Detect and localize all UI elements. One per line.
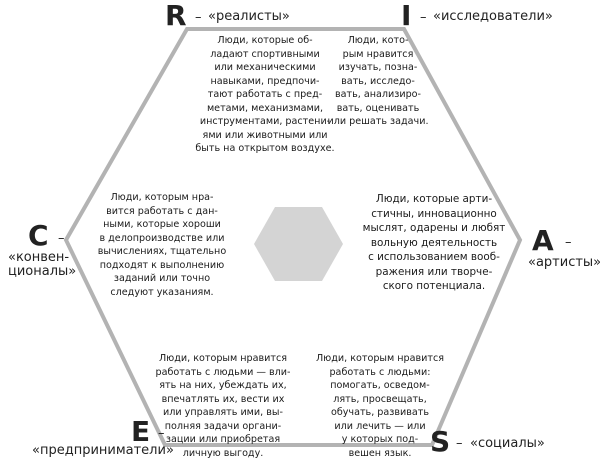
dash-e: – <box>158 426 165 441</box>
center-hexagon <box>254 207 343 281</box>
description-entrepreneurs: Люди, которым нравится работать с людьми… <box>155 353 291 459</box>
dash-i: – <box>420 10 427 25</box>
letter-r: R <box>165 0 187 32</box>
dash-r: – <box>195 10 202 25</box>
description-conventionals: Люди, которым нра- вится работать с дан-… <box>97 192 227 298</box>
letter-s: S <box>430 425 451 458</box>
tag-socials: «социалы» <box>470 436 545 451</box>
description-researchers: Люди, кото- рым нравится изучать, позна-… <box>327 35 429 127</box>
tag-realists: «реалисты» <box>208 9 290 24</box>
letter-a: A <box>532 224 554 257</box>
dash-s: – <box>456 436 463 451</box>
tag-researchers: «исследователи» <box>433 9 553 24</box>
dash-c: – <box>58 231 65 246</box>
description-realists: Люди, которые об- ладают спортивными или… <box>195 35 335 154</box>
letter-e: E <box>131 415 151 448</box>
letter-c: C <box>28 219 49 252</box>
outer-hexagon <box>63 27 523 447</box>
letter-i: I <box>401 0 412 32</box>
tag-conventionals: «конвен- ционалы» <box>8 250 77 279</box>
tag-artists: «артисты» <box>528 255 600 270</box>
tag-entrepreneurs: «предприниматели» <box>32 443 174 458</box>
description-socials: Люди, которым нравится работать с людьми… <box>315 353 445 459</box>
dash-a: – <box>565 235 572 250</box>
description-artists: Люди, которые арти- стичны, инновационно… <box>362 193 506 292</box>
